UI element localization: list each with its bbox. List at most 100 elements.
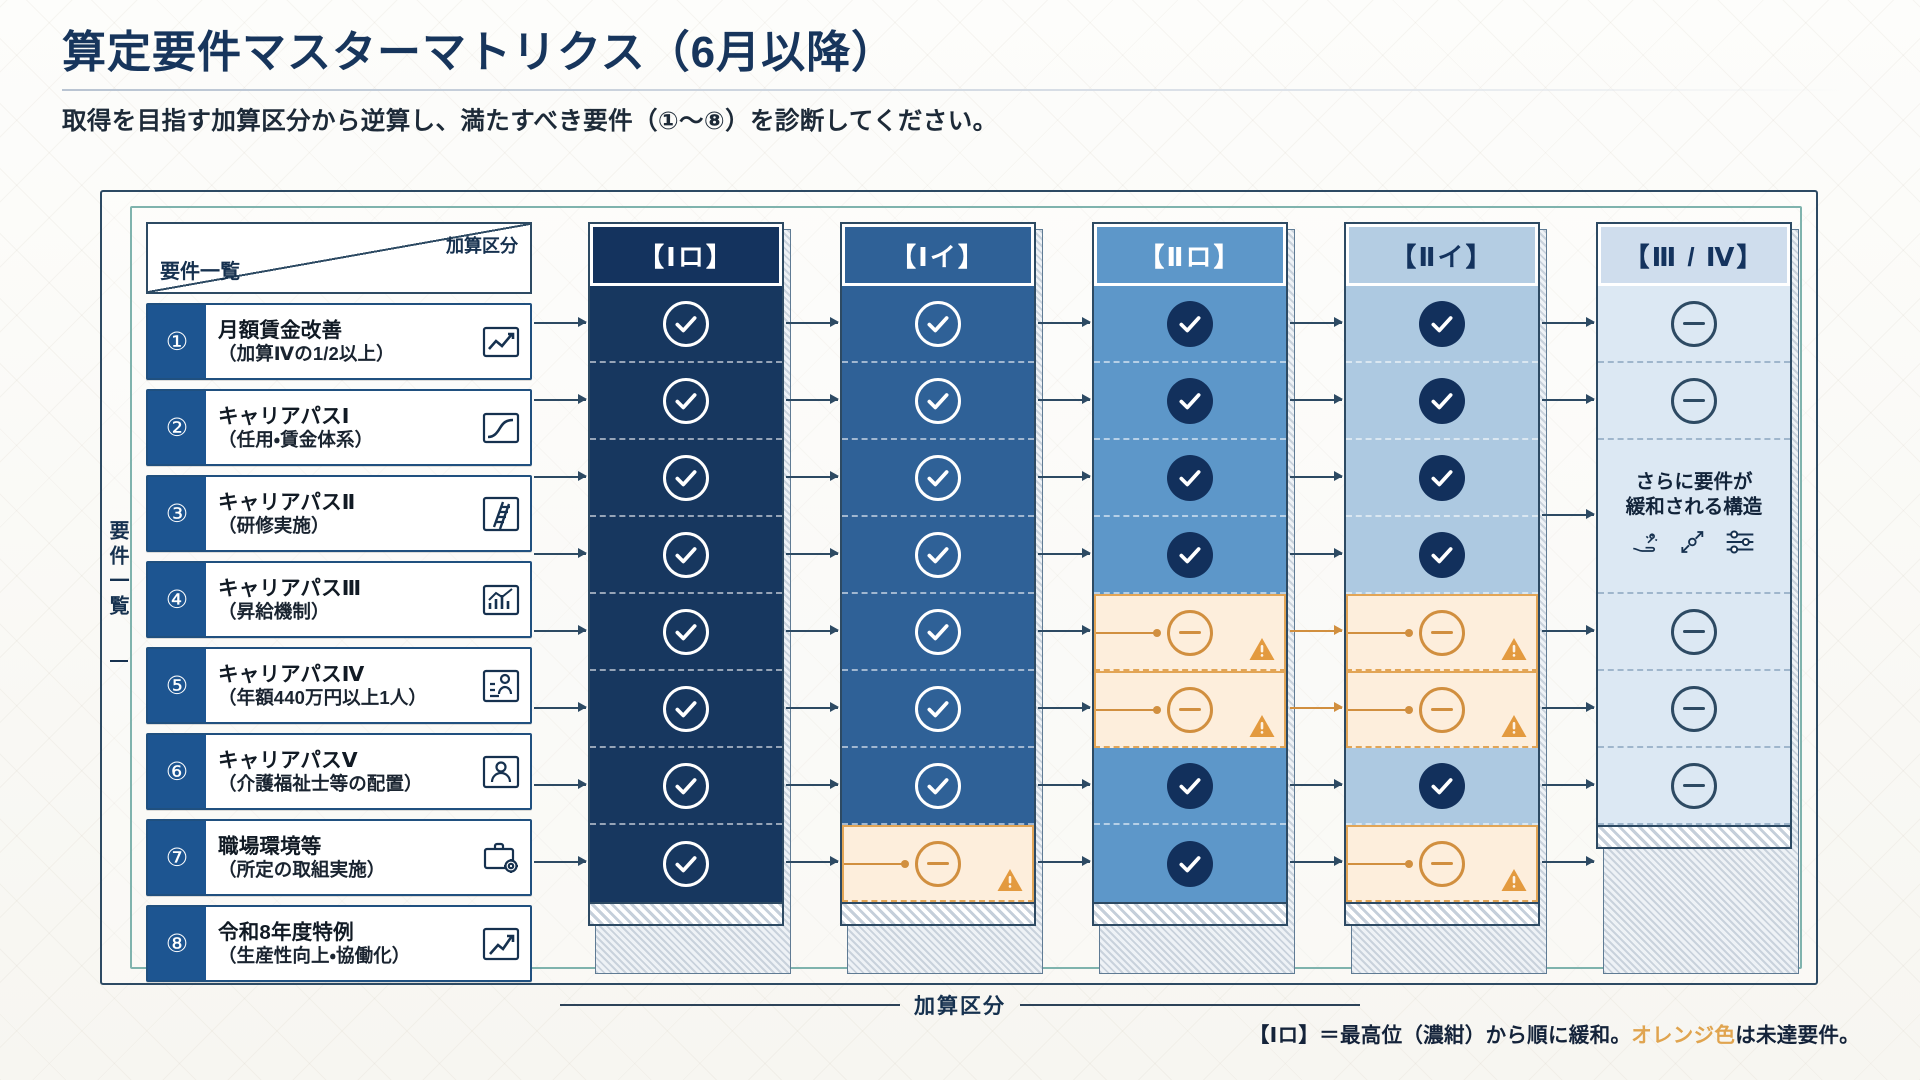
matrix-cell[interactable] [1346,440,1538,517]
cell-connector-stub [1348,705,1413,714]
matrix-cell[interactable] [1094,748,1286,825]
matrix-cell[interactable] [842,286,1034,363]
status-check-filled [1419,377,1465,424]
status-check-outline [663,608,709,655]
matrix-cell[interactable] [1346,363,1538,440]
matrix-cell[interactable] [590,517,782,594]
flow-arrow [1038,471,1091,481]
warning-icon [997,868,1023,892]
requirement-number: ② [148,391,206,464]
requirement-subtitle: （研修実施） [218,515,330,537]
requirement-number: ③ [148,477,206,550]
matrix-cell[interactable] [1598,286,1790,363]
requirement-number: ⑤ [148,649,206,722]
matrix-cell[interactable] [590,825,782,902]
sliders-icon [1722,527,1758,562]
status-check-outline [663,685,709,732]
matrix-cell[interactable] [1346,748,1538,825]
flow-arrow [786,394,839,404]
status-not-required [1671,608,1717,655]
requirement-text: キャリアパスⅡ（研修実施） [206,477,472,550]
matrix-cell[interactable] [1598,671,1790,748]
column-header[interactable]: 【Ⅰイ】 [842,224,1034,286]
matrix-cell[interactable] [1094,594,1286,671]
flow-arrow [1038,548,1091,558]
requirement-subtitle: （加算Ⅳの1/2以上） [218,343,395,365]
matrix-cell[interactable] [1094,517,1286,594]
flow-arrow [1290,471,1343,481]
matrix-cell[interactable] [842,748,1034,825]
matrix-cell[interactable] [1598,748,1790,825]
warning-icon [1501,714,1527,738]
matrix-cell[interactable] [1094,825,1286,902]
status-check-outline [915,531,961,578]
matrix-cell[interactable] [842,671,1034,748]
matrix-cell[interactable] [1346,825,1538,902]
matrix-cell[interactable] [590,440,782,517]
status-check-filled [1419,531,1465,578]
matrix-cell[interactable] [1094,286,1286,363]
matrix-cell[interactable] [590,363,782,440]
matrix-cell[interactable] [842,363,1034,440]
requirement-subtitle: （年額440万円以上1人） [218,687,427,709]
column-header[interactable]: 【Ⅲ / Ⅳ】 [1598,224,1790,286]
requirement-subtitle: （所定の取組実施） [218,859,386,881]
minus-bar [1179,707,1201,712]
matrix-cell[interactable] [1346,517,1538,594]
column-header[interactable]: 【Ⅱイ】 [1346,224,1538,286]
flow-arrow [1038,856,1091,866]
matrix-cell[interactable] [590,594,782,671]
matrix-cell[interactable] [590,748,782,825]
matrix-cell[interactable] [1598,363,1790,440]
warning-icon [1501,868,1527,892]
page-subtitle: 取得を目指す加算区分から逆算し、満たすべき要件（①〜⑧）を診断してください。 [62,107,998,135]
requirement-title: 職場環境等 [218,834,322,858]
requirement-title: キャリアパスⅣ [218,662,365,686]
flow-arrow [1038,317,1091,327]
matrix-cell[interactable] [1598,594,1790,671]
requirement-text: キャリアパスⅣ（年額440万円以上1人） [206,649,472,722]
status-unmet [1419,686,1465,733]
bar-growth-icon [472,563,530,636]
status-check-filled [1419,454,1465,501]
matrix-cell[interactable] [842,594,1034,671]
matrix-column: 【Ⅱイ】 [1344,222,1547,974]
matrix-cell[interactable] [1094,671,1286,748]
matrix-cell[interactable] [590,671,782,748]
column-header[interactable]: 【Ⅰロ】 [590,224,782,286]
requirement-text: キャリアパスⅤ（介護福祉士等の配置） [206,735,472,808]
flow-arrow [1290,625,1343,635]
matrix-cell[interactable] [1346,594,1538,671]
matrix-cell[interactable] [1094,440,1286,517]
cell-connector-stub [844,859,909,868]
flow-arrow [1290,317,1343,327]
matrix-cell[interactable] [1094,363,1286,440]
column-header[interactable]: 【Ⅱロ】 [1094,224,1286,286]
matrix-cell[interactable] [590,286,782,363]
requirement-title: 令和8年度特例 [218,920,354,944]
column-footer [1598,825,1790,847]
matrix-column: 【Ⅰイ】 [840,222,1043,974]
status-not-required [1671,300,1717,347]
flow-arrow [1542,856,1595,866]
column-note-cell[interactable]: さらに要件が緩和される構造 [1598,440,1790,594]
column-footer [842,902,1034,924]
column-body: 【Ⅰロ】 [588,222,784,926]
matrix-cell[interactable] [1346,671,1538,748]
matrix-cell[interactable] [842,825,1034,902]
status-check-outline [915,454,961,501]
minus-bar [1683,629,1705,634]
flow-arrow [786,856,839,866]
matrix-cell[interactable] [842,440,1034,517]
column-cells [590,286,782,902]
matrix-cell[interactable] [842,517,1034,594]
matrix-cell[interactable] [1346,286,1538,363]
